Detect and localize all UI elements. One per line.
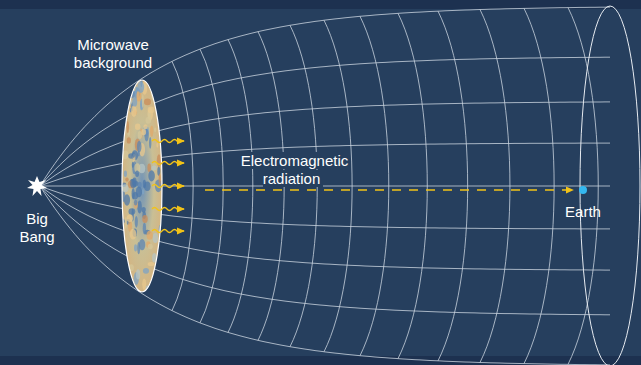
- grid-end-ring: [580, 6, 640, 365]
- cmb-spot: [154, 282, 159, 295]
- cmb-spot: [137, 81, 144, 93]
- cmb-spot: [153, 276, 155, 282]
- cmb-spot: [148, 107, 155, 114]
- grid-line: [40, 186, 610, 270]
- cmb-spot: [158, 270, 162, 277]
- cmb-spot: [137, 242, 140, 254]
- cmb-spot: [148, 262, 155, 266]
- cmb-spot: [136, 269, 140, 279]
- grid-arc: [438, 11, 468, 361]
- cmb-spot: [158, 255, 164, 266]
- cmb-spot: [156, 276, 158, 288]
- cmb-spot: [148, 244, 153, 249]
- wave-arrow: [152, 140, 184, 143]
- cmb-spot: [123, 97, 127, 108]
- cmb-spot: [156, 143, 158, 148]
- cmb-spot: [146, 117, 152, 124]
- cmb-spot: [124, 171, 127, 177]
- cmb-spot: [143, 222, 146, 234]
- cmb-spot: [159, 174, 161, 186]
- cmb-spot: [153, 233, 158, 243]
- cmb-spot: [135, 216, 138, 228]
- cmb-spot: [127, 137, 131, 143]
- big-bang-star: [27, 176, 47, 196]
- cmb-spot: [150, 125, 153, 137]
- radiation-label: Electromagnetic radiation: [228, 152, 358, 188]
- grid-arc: [324, 20, 352, 351]
- cmb-spot: [151, 166, 156, 171]
- grid-arc: [524, 8, 554, 363]
- cmb-spot: [120, 277, 125, 285]
- cmb-spot: [142, 189, 144, 194]
- cmb-spot: [127, 121, 129, 133]
- cmb-spot: [121, 77, 124, 91]
- grid-arc: [480, 10, 510, 363]
- cmb-spot: [124, 276, 126, 281]
- cmb-spot: [137, 200, 142, 213]
- cmb-spot: [120, 219, 125, 224]
- cmb-spot: [158, 88, 161, 96]
- cmb-spot: [130, 229, 137, 240]
- wave-arrow: [152, 208, 184, 211]
- cmb-spot: [142, 94, 144, 108]
- grid-arc: [200, 49, 223, 323]
- cmb-spot: [127, 214, 133, 222]
- cmb-spot: [143, 268, 149, 274]
- cmb-spot: [132, 97, 137, 106]
- microwave-background-disc: [119, 77, 165, 296]
- cmb-spot: [136, 187, 142, 198]
- cmb-spot: [135, 170, 139, 177]
- wave-arrow: [152, 162, 184, 165]
- earth-label: Earth: [553, 203, 613, 221]
- cmb-spot: [128, 279, 130, 291]
- cmb-spot: [158, 96, 164, 106]
- big-bang-label: Big Bang: [7, 210, 67, 246]
- cmb-spot: [132, 188, 135, 199]
- cmb-spot: [154, 127, 156, 132]
- cmb-spot: [125, 217, 128, 229]
- grid-arc: [360, 16, 389, 355]
- cmb-spot: [142, 279, 146, 291]
- cmb-spot: [121, 112, 123, 120]
- cmb-spot: [122, 184, 129, 192]
- grid-arc: [398, 13, 427, 358]
- cmb-spot: [132, 162, 134, 168]
- cmb-spot: [142, 215, 148, 223]
- cmb-spot: [143, 124, 147, 129]
- wave-arrow: [152, 230, 184, 233]
- cmb-spot: [141, 207, 145, 213]
- spacetime-grid: [40, 7, 610, 365]
- cmb-spot: [157, 96, 164, 102]
- cmb-spot: [147, 231, 153, 240]
- cmb-spot: [124, 87, 130, 91]
- grid-arc: [568, 8, 598, 365]
- cmb-spot: [122, 83, 126, 93]
- cmb-spot: [125, 265, 128, 273]
- earth-dot: [579, 186, 587, 194]
- cmb-spot: [135, 124, 141, 131]
- cmb-spot: [129, 208, 136, 214]
- cmb-spot: [125, 178, 128, 182]
- radiation-ray: [205, 189, 573, 190]
- cmb-spot: [119, 105, 125, 116]
- cmb-spot: [123, 97, 127, 101]
- cmb-spot: [148, 170, 155, 181]
- cmb-spot: [144, 182, 151, 191]
- cmb-label: Microwave background: [58, 36, 168, 72]
- cmb-spot: [149, 137, 151, 149]
- cmb-spot: [131, 105, 137, 117]
- radiation-waves: [152, 140, 184, 233]
- cmb-spot: [137, 141, 142, 153]
- cmb-spot: [141, 129, 146, 135]
- grid-arc: [228, 40, 253, 333]
- cmb-spot: [144, 99, 151, 106]
- cmb-spot: [121, 80, 126, 90]
- cmb-spot: [130, 179, 136, 188]
- cmb-spot: [134, 244, 137, 251]
- cmb-spot: [160, 251, 163, 258]
- cmb-spot: [132, 152, 135, 158]
- wave-arrow: [152, 185, 184, 188]
- cmb-spot: [134, 200, 137, 206]
